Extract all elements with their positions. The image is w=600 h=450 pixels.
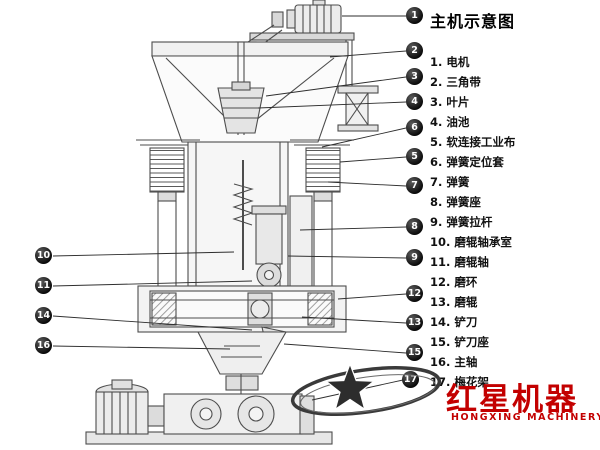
legend-item-9: 9. 弹簧拉杆: [430, 215, 493, 229]
callout-14: 14: [35, 307, 52, 324]
callout-12: 12: [406, 285, 423, 302]
legend-item-6: 6. 弹簧定位套: [430, 155, 504, 169]
callout-3: 3: [406, 68, 423, 85]
legend-item-13: 13. 磨辊: [430, 295, 478, 309]
legend-title: 主机示意图: [430, 12, 516, 31]
callout-16: 16: [35, 337, 52, 354]
callout-11: 11: [35, 277, 52, 294]
callout-13: 13: [406, 314, 423, 331]
logo-chinese-text: 红星机器: [446, 382, 578, 418]
legend: 1. 电机 2. 三角带 3. 叶片 4. 油池 5. 软连接工业布 6. 弹簧…: [430, 52, 515, 392]
callout-1: 1: [406, 7, 423, 24]
callout-15: 15: [406, 344, 423, 361]
legend-item-14: 14. 铲刀: [430, 315, 478, 329]
legend-item-8: 8. 弹簧座: [430, 195, 481, 209]
logo-star-icon: [290, 362, 442, 416]
legend-item-12: 12. 磨环: [430, 275, 478, 289]
legend-item-16: 16. 主轴: [430, 355, 478, 369]
legend-item-2: 2. 三角带: [430, 75, 481, 89]
legend-item-10: 10. 磨辊轴承室: [430, 235, 512, 249]
legend-item-11: 11. 磨辊轴: [430, 255, 489, 269]
legend-item-5: 5. 软连接工业布: [430, 135, 516, 149]
legend-item-15: 15. 铲刀座: [430, 335, 489, 349]
callout-6: 6: [406, 119, 423, 136]
callout-8: 8: [406, 218, 423, 235]
callout-2: 2: [406, 42, 423, 59]
legend-item-3: 3. 叶片: [430, 95, 470, 109]
callout-5: 5: [406, 148, 423, 165]
legend-item-17: 17. 梅花架: [430, 375, 489, 389]
legend-item-7: 7. 弹簧: [430, 175, 470, 189]
callout-10: 10: [35, 247, 52, 264]
callout-4: 4: [406, 93, 423, 110]
logo-english-text: HONGXING MACHINERY: [451, 412, 600, 423]
legend-item-4: 4. 油池: [430, 115, 470, 129]
callout-9: 9: [406, 249, 423, 266]
hongxing-logo: 红星机器 HONGXING MACHINERY: [288, 358, 600, 432]
machine-linework: [85, 0, 379, 445]
callout-7: 7: [406, 177, 423, 194]
legend-item-1: 1. 电机: [430, 55, 470, 69]
leader-lines: [52, 15, 407, 401]
